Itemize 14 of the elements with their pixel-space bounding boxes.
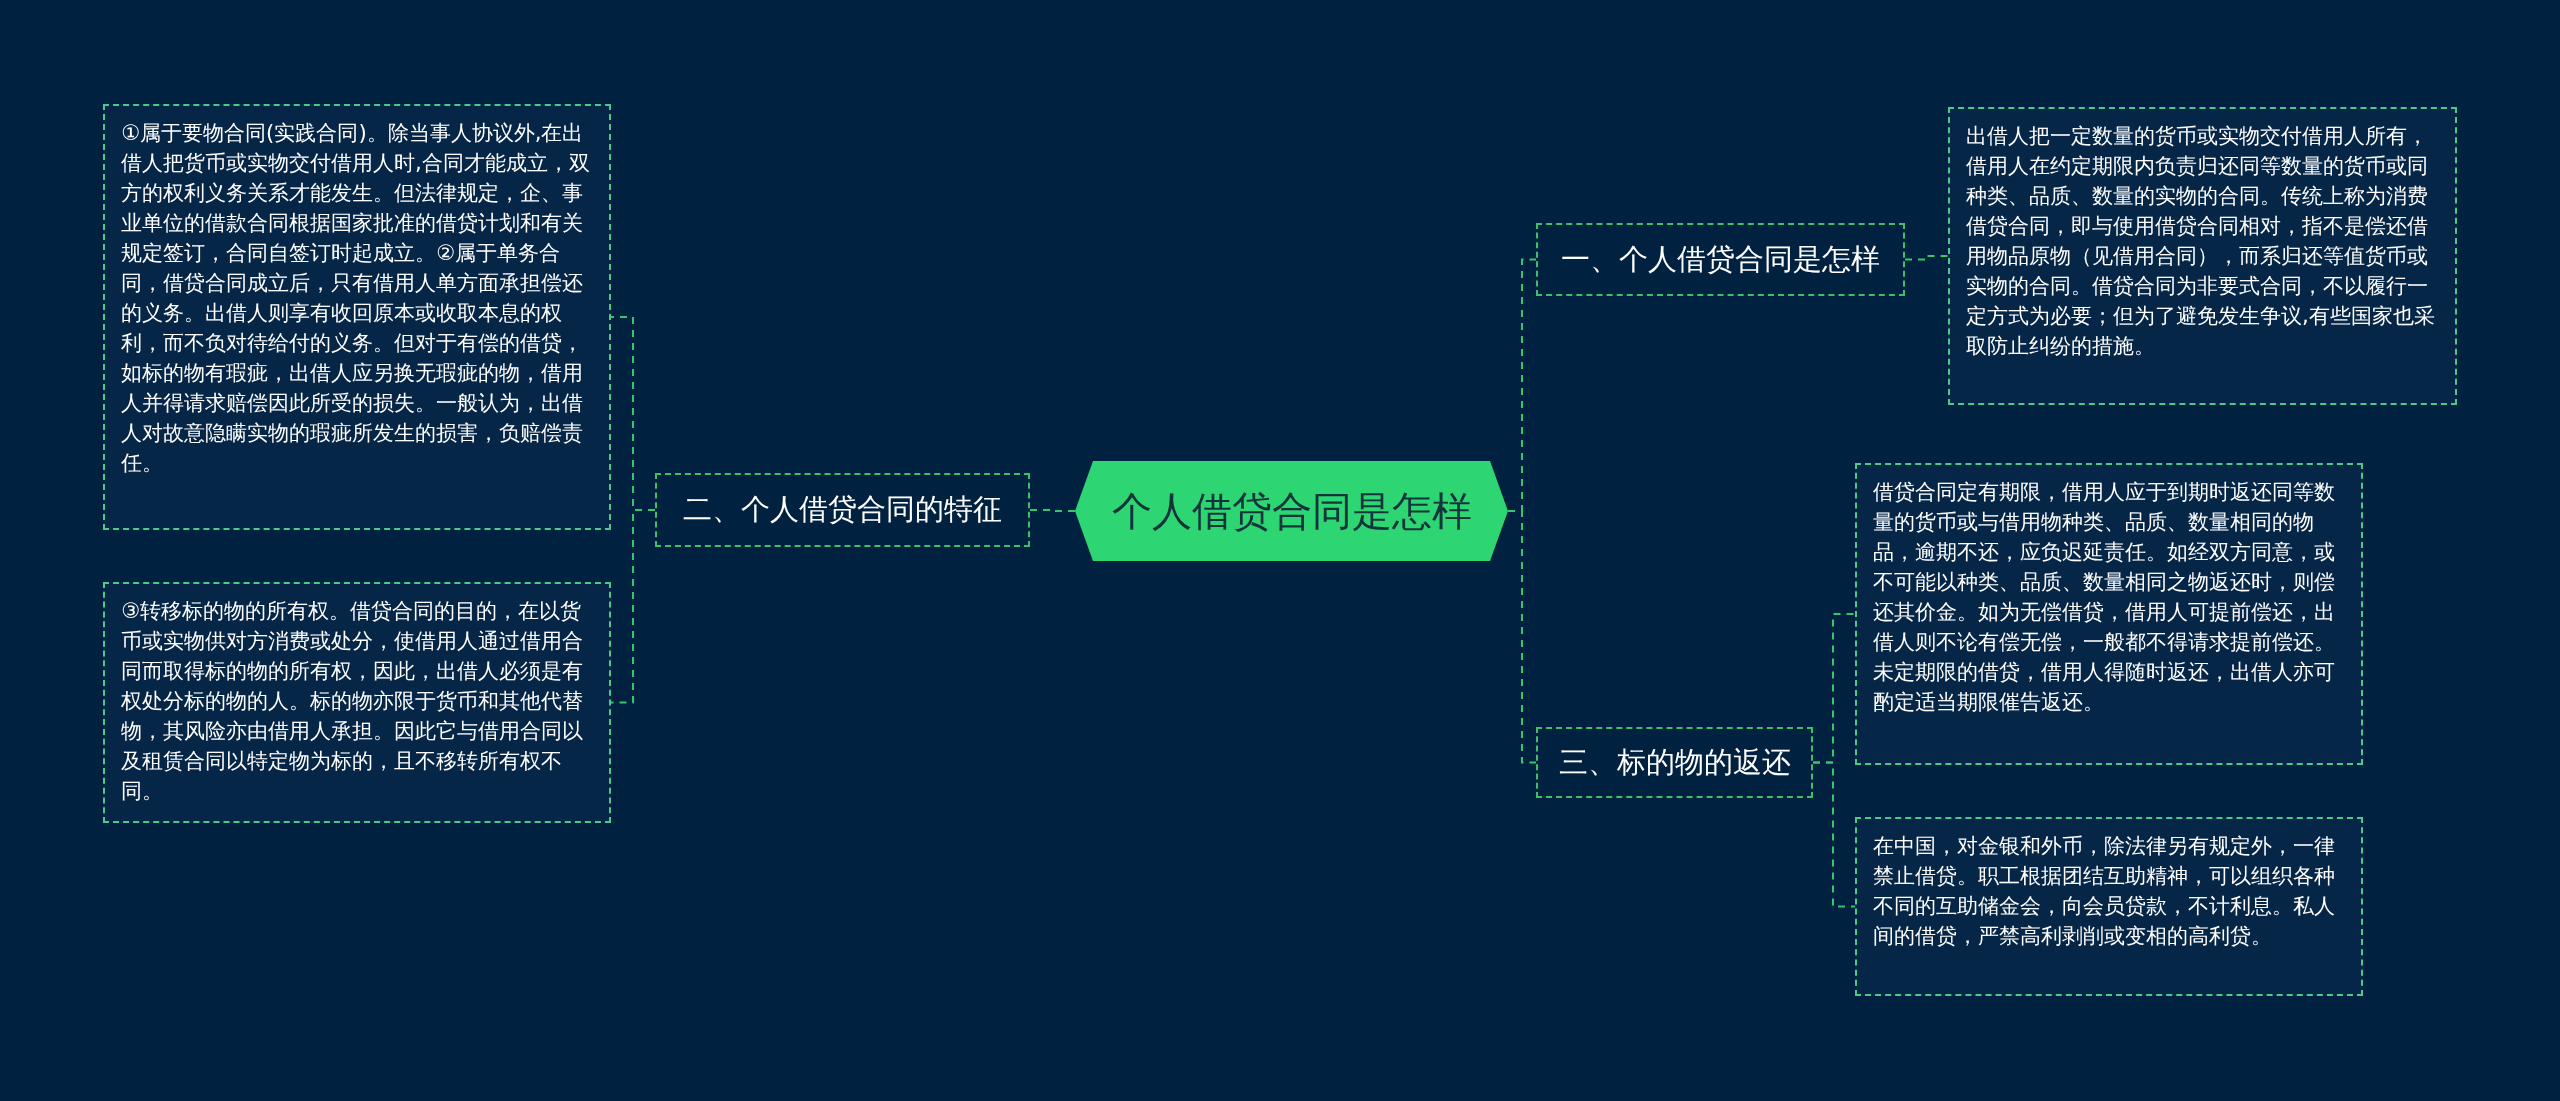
connector-line bbox=[1904, 255, 1949, 261]
text-box: 在中国，对金银和外币，除法律另有规定外，一律禁止借贷。职工根据团结互助精神，可以组织各种不同的互助储金会，向会员贷款，不计利息。私人间的借贷，严禁高利剥削或变相的高利贷。 bbox=[1855, 817, 2363, 996]
text-box: ①属于要物合同(实践合同)。除当事人协议外,在出借人把货币或实物交付借用人时,合同才能成立，双方的权利义务关系才能发生。但法律规定，企、事业单位的借款合同根据国家批准的借贷计划和有关规定签订，合同自签订时起成立。②属于单务合同，借贷合同成立后，只有借用人单方面承担偿还的义务。出借人则享有收回原本或收取本息的权利，而不负对待给付的义务。但对于有偿的借贷，如标的物有瑕疵，出借人应另换无瑕疵的物，借用人并得请求赔偿因此所受的损失。一般认为，出借人对故意隐瞒实物的瑕疵所发生的损害，负赔偿责任。 bbox=[103, 104, 611, 530]
text-box: 借贷合同定有期限，借用人应于到期时返还同等数量的货币或与借用物种类、品质、数量相同的物品，逾期不还，应负迟延责任。如经双方同意，或不可能以种类、品质、数量相同之物返还时，则偿还其价金。如为无偿借贷，借用人可提前偿还，出借人则不论有偿无偿，一般都不得请求提前偿还。未定期限的借贷，借用人得随时返还，出借人亦可酌定适当期限催告返还。 bbox=[1855, 463, 2363, 765]
branch-box: 二、个人借贷合同的特征 bbox=[655, 473, 1030, 547]
text-box: ③转移标的物的所有权。借贷合同的目的，在以货币或实物供对方消费或处分，使借用人通过借用合同而取得标的物的所有权，因此，出借人必须是有权处分标的物的人。标的物亦限于货币和其他代替物，其风险亦由借用人承担。因此它与借用合同以及租赁合同以特定物为标的，且不移转所有权不同。 bbox=[103, 582, 611, 823]
branch-box: 三、标的物的返还 bbox=[1536, 727, 1813, 798]
connector-line bbox=[610, 509, 656, 704]
topic-hexagon: 个人借贷合同是怎样 bbox=[1075, 461, 1508, 561]
connector-line bbox=[1507, 510, 1537, 764]
text-box: 出借人把一定数量的货币或实物交付借用人所有，借用人在约定期限内负责归还同等数量的货币或同种类、品质、数量的实物的合同。传统上称为消费借贷合同，即与使用借贷合同相对，指不是偿还借用物品原物（见借用合同），而系归还等值货币或实物的合同。借贷合同为非要式合同，不以履行一定方式为必要；但为了避免发生争议,有些国家也采取防止纠纷的措施。 bbox=[1948, 107, 2457, 405]
connector-line bbox=[1812, 761, 1856, 908]
connector-line bbox=[1029, 509, 1076, 512]
branch-box: 一、个人借贷合同是怎样 bbox=[1536, 223, 1905, 296]
